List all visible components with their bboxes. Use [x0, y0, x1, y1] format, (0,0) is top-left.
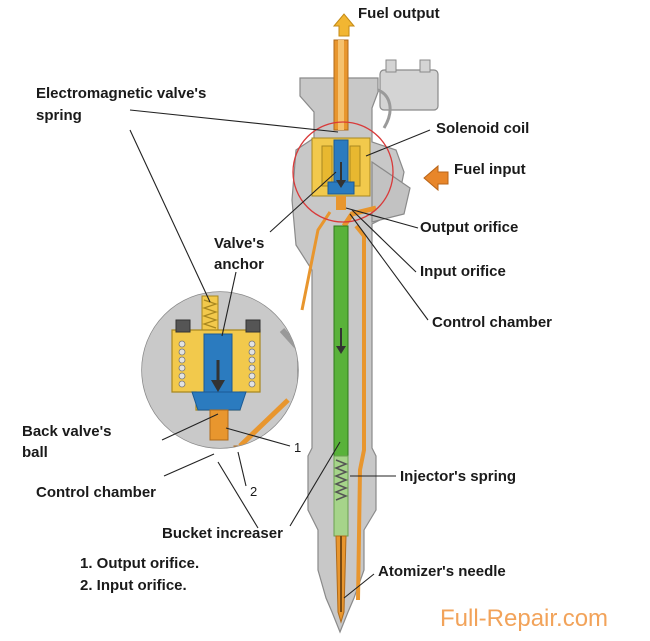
watermark: Full-Repair.com: [440, 605, 608, 632]
injector-needle: [333, 225, 349, 624]
label-output-orifice: Output orifice: [420, 219, 518, 236]
highlight-circle: [292, 121, 394, 223]
label-valve-anchor-line2: anchor: [214, 256, 264, 273]
label-fuel-output: Fuel output: [358, 5, 440, 22]
label-bucket-increaser: Bucket increaser: [162, 525, 283, 542]
label-injector-spring: Injector's spring: [400, 468, 516, 485]
marker-2: 2: [250, 484, 257, 499]
marker-1: 1: [294, 440, 301, 455]
up-arrow-icon: [332, 13, 356, 37]
left-arrow-icon: [423, 164, 449, 192]
leader-lines: [129, 109, 431, 599]
label-control-chamber-right: Control chamber: [432, 314, 552, 331]
solenoid-coil-assembly: [311, 137, 371, 210]
label-fuel-input: Fuel input: [454, 161, 526, 178]
label-valve-anchor-line1: Valve's: [214, 235, 264, 252]
label-atomizer-needle: Atomizer's needle: [378, 563, 506, 580]
label-valve-spring-line1: Electromagnetic valve's: [36, 85, 206, 102]
legend-item-2: 2. Input orifice.: [80, 577, 187, 594]
legend-item-1: 1. Output orifice.: [80, 555, 199, 572]
detail-zoom: [141, 291, 299, 449]
label-valve-spring-line2: spring: [36, 107, 82, 124]
label-input-orifice: Input orifice: [420, 263, 506, 280]
label-back-valve-ball-line2: ball: [22, 444, 48, 461]
fuel-output-line: [333, 39, 349, 131]
label-back-valve-ball-line1: Back valve's: [22, 423, 111, 440]
label-solenoid-coil: Solenoid coil: [436, 120, 529, 137]
label-control-chamber-left: Control chamber: [36, 484, 156, 501]
injector-spring: [333, 459, 349, 501]
labels: Fuel output Electromagnetic valve's spri…: [22, 5, 608, 632]
